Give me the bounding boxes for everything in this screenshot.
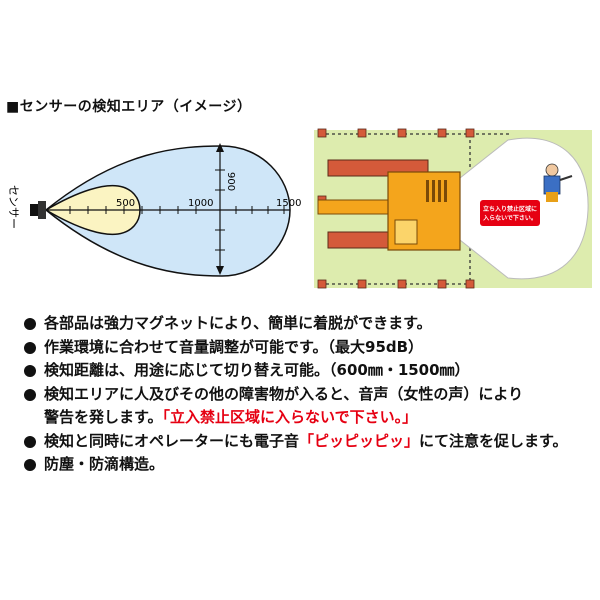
excavator-scene: 立ち入り禁止区域に 入らないで下さい。 [314, 128, 592, 289]
axis-label-1000: 1000 [188, 198, 213, 209]
excavator-boom [317, 199, 397, 215]
warning-sign: 立ち入り禁止区域に 入らないで下さい。 [480, 200, 540, 226]
axis-ticks [69, 169, 285, 251]
feature-item-3: 検知距離は、用途に応じて切り替え可能。（600㎜・1500㎜） [24, 359, 594, 383]
warning-sign-line1: 立ち入り禁止区域に [483, 205, 537, 213]
bullet-icon [24, 318, 36, 330]
axis-label-900: 900 [225, 172, 236, 191]
excavator-cab [394, 219, 418, 245]
feature-item-4: 検知エリアに人及びその他の障害物が入ると、音声（女性の声）により 警告を発します… [24, 383, 594, 430]
sensor-icon [30, 201, 46, 219]
feature-item-2: 作業環境に合わせて音量調整が可能です。（最大95dB） [24, 336, 594, 360]
section-title: ■センサーの検知エリア（イメージ） [6, 99, 252, 115]
sensor-label: センサー [7, 185, 20, 229]
feature-item-5: 検知と同時にオペレーターにも電子音「ピッピッピッ」にて注意を促します。 [24, 430, 594, 454]
bullet-icon [24, 365, 36, 377]
bullet-icon [24, 388, 36, 401]
detection-area-diagram: 500 1000 1500 900 センサー [7, 128, 592, 289]
axis-label-1500: 1500 [276, 198, 301, 209]
worker-figure [543, 163, 573, 202]
bullet-icon [24, 341, 36, 354]
detection-area-image: 500 1000 1500 900 センサー [7, 143, 301, 277]
barrier-cones [317, 128, 475, 289]
axis-label-500: 500 [116, 198, 135, 209]
bullet-icon [24, 459, 36, 471]
feature-list: 各部品は強力マグネットにより、簡単に着脱ができます。 作業環境に合わせて音量調整… [24, 312, 594, 477]
bullet-icon [24, 435, 36, 448]
feature-item-1: 各部品は強力マグネットにより、簡単に着脱ができます。 [24, 312, 594, 336]
warning-sign-line2: 入らないで下さい。 [482, 215, 537, 222]
feature-item-6: 防塵・防滴構造。 [24, 453, 594, 477]
